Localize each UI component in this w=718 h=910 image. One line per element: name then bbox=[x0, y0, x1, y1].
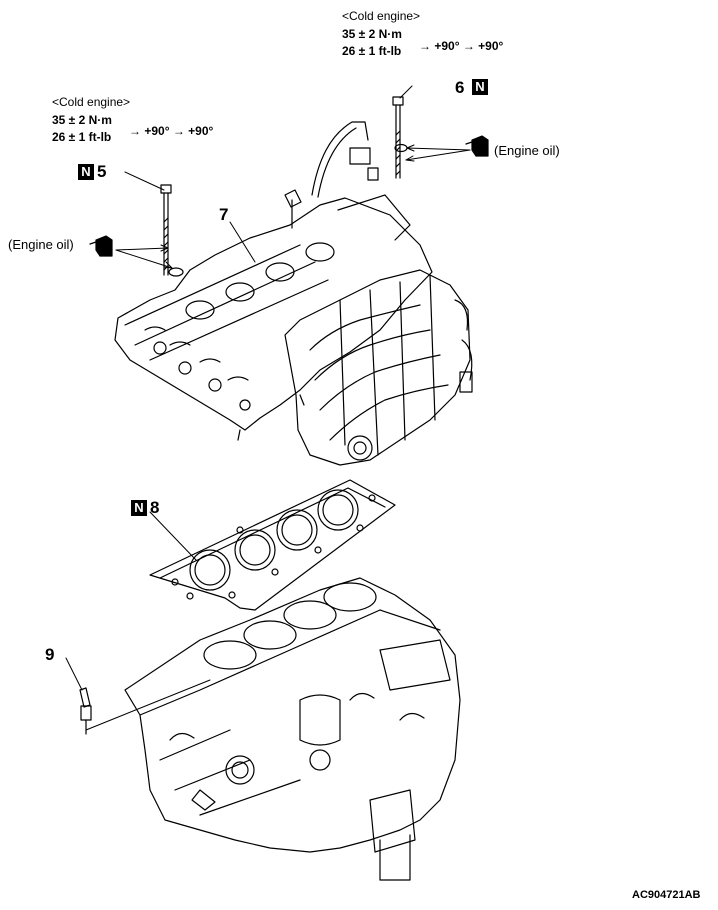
figure-code: AC904721AB bbox=[632, 889, 701, 901]
part-number-7: 7 bbox=[219, 205, 229, 224]
callout-right-condition: <Cold engine> bbox=[342, 9, 421, 23]
part-number-8: 8 bbox=[150, 498, 160, 517]
callout-right-angle-sequence: → +90° → +90° bbox=[419, 39, 504, 53]
oil-label-left: (Engine oil) bbox=[8, 237, 74, 252]
oil-can-icon-left bbox=[89, 235, 113, 257]
oil-can-icon-right bbox=[465, 135, 489, 157]
part-number-6: 6 bbox=[455, 78, 465, 97]
part-number-5: 5 bbox=[97, 162, 107, 181]
cylinder-block bbox=[124, 577, 461, 881]
callout-left-torque-ftlb: 26 ± 1 ft-lb bbox=[52, 130, 112, 144]
callout-right-torque-nm: 35 ± 2 N·m bbox=[342, 27, 402, 41]
new-part-badge-8: N bbox=[131, 500, 147, 516]
leader-lines bbox=[65, 85, 471, 691]
new-part-badge-6: N bbox=[472, 79, 488, 95]
callout-left-torque-nm: 35 ± 2 N·m bbox=[52, 113, 112, 127]
callout-left-condition: <Cold engine> bbox=[52, 95, 131, 109]
harness-hose bbox=[311, 121, 411, 241]
head-gasket bbox=[149, 479, 396, 611]
part-number-9: 9 bbox=[45, 645, 55, 664]
oil-label-right: (Engine oil) bbox=[494, 143, 560, 158]
cylinder-head bbox=[114, 189, 433, 441]
callout-right-torque-ftlb: 26 ± 1 ft-lb bbox=[342, 44, 402, 58]
bolt-6 bbox=[392, 96, 408, 179]
bolt-5 bbox=[160, 184, 184, 277]
callout-left-angle-sequence: → +90° → +90° bbox=[129, 124, 214, 138]
intake-manifold bbox=[284, 269, 473, 466]
new-part-badge-5: N bbox=[78, 164, 94, 180]
sensor-9 bbox=[79, 679, 211, 735]
